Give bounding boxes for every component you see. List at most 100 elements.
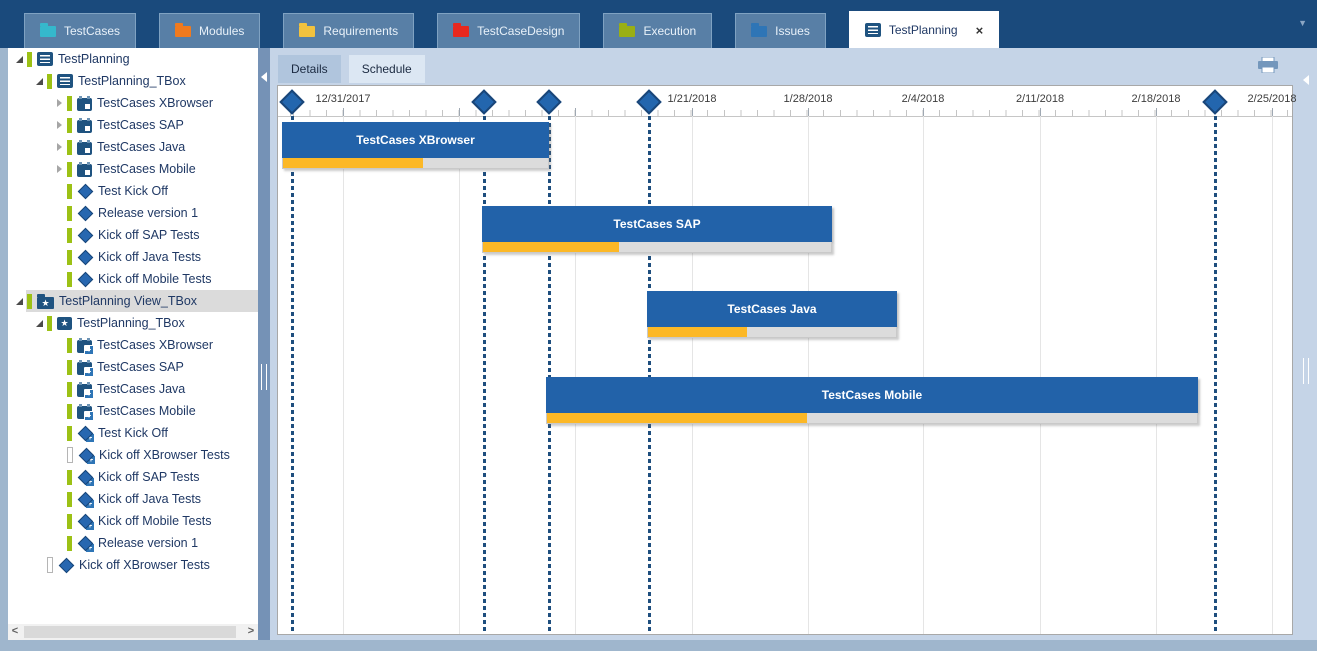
tree-item-body[interactable]: TestCases Mobile (66, 400, 258, 422)
gantt-task-bar[interactable]: TestCases SAP (482, 206, 832, 253)
tree-item[interactable]: TestPlanning_TBox (8, 312, 258, 334)
tab-execution[interactable]: Execution (603, 13, 713, 48)
tree-item-body[interactable]: Kick off XBrowser Tests (46, 554, 258, 576)
scheduled-bar-icon (67, 337, 72, 353)
expander-collapsed-icon[interactable] (54, 141, 66, 153)
tree-item-label: Kick off SAP Tests (98, 470, 200, 484)
expander-collapsed-icon[interactable] (54, 97, 66, 109)
tree-item[interactable]: Release version 1 (8, 532, 258, 554)
tree-item[interactable]: TestPlanning View_TBox (8, 290, 258, 312)
tree-item-body[interactable]: TestPlanning View_TBox (26, 290, 258, 312)
scheduled-bar-icon (67, 425, 72, 441)
expander-expanded-icon[interactable] (14, 295, 26, 307)
splitter-grip[interactable] (261, 364, 267, 390)
collapse-left-arrow-icon[interactable] (261, 72, 267, 82)
tree-item[interactable]: Kick off XBrowser Tests (8, 444, 258, 466)
tree-item-body[interactable]: TestCases Java (66, 136, 258, 158)
tree-item-body[interactable]: TestPlanning (26, 48, 258, 70)
tree-item-body[interactable]: TestCases XBrowser (66, 334, 258, 356)
scroll-right-arrow-icon[interactable]: > (247, 625, 255, 637)
plus-badge-icon (84, 410, 94, 421)
week-tick (575, 108, 576, 116)
tree-item-body[interactable]: Kick off SAP Tests (66, 224, 258, 246)
tree-horizontal-scrollbar[interactable]: < > (8, 624, 258, 640)
tree-item[interactable]: TestCases XBrowser (8, 92, 258, 114)
tree-item[interactable]: Release version 1 (8, 202, 258, 224)
folder-icon (299, 22, 316, 37)
print-icon[interactable] (1258, 56, 1278, 74)
tree-item[interactable]: Kick off XBrowser Tests (8, 554, 258, 576)
gantt-task-bar[interactable]: TestCases Java (647, 291, 897, 338)
expander-spacer (54, 185, 66, 197)
expander-spacer (54, 339, 66, 351)
expander-spacer (54, 229, 66, 241)
tree-item[interactable]: Test Kick Off (8, 180, 258, 202)
close-icon[interactable]: × (975, 22, 984, 38)
tab-testplanning-active[interactable]: TestPlanning× (848, 11, 1000, 48)
tree-item-body[interactable]: Kick off Java Tests (66, 488, 258, 510)
tree-item-body[interactable]: TestCases Java (66, 378, 258, 400)
tree-item-body[interactable]: TestCases SAP (66, 114, 258, 136)
expander-expanded-icon[interactable] (34, 317, 46, 329)
scrollbar-thumb[interactable] (24, 626, 236, 638)
tree-item-body[interactable]: Test Kick Off (66, 422, 258, 444)
tree-item-body[interactable]: Kick off Java Tests (66, 246, 258, 268)
unscheduled-bar-icon (47, 557, 53, 573)
tree-item-body[interactable]: TestPlanning_TBox (46, 70, 258, 92)
tab-overflow-chevron-icon[interactable]: ▼ (1298, 18, 1307, 28)
tab-testcasedesign[interactable]: TestCaseDesign (437, 13, 581, 48)
right-splitter-grip[interactable] (1303, 358, 1309, 384)
scheduled-bar-icon (67, 227, 72, 243)
task-progress-fill (648, 327, 748, 337)
tree-item[interactable]: Kick off Java Tests (8, 246, 258, 268)
gantt-task-bar[interactable]: TestCases Mobile (546, 377, 1198, 424)
tree-item[interactable]: TestPlanning_TBox (8, 70, 258, 92)
tree-item-body[interactable]: TestCases XBrowser (66, 92, 258, 114)
tree-item-body[interactable]: Release version 1 (66, 532, 258, 554)
tree-item[interactable]: Kick off Mobile Tests (8, 510, 258, 532)
expander-spacer (54, 383, 66, 395)
tab-details[interactable]: Details (278, 55, 341, 83)
tree-item-body[interactable]: TestCases Mobile (66, 158, 258, 180)
gantt-task-bar[interactable]: TestCases XBrowser (282, 122, 549, 169)
tree-item[interactable]: TestCases Java (8, 378, 258, 400)
left-splitter[interactable] (258, 48, 270, 640)
tab-testcases[interactable]: TestCases (24, 13, 137, 48)
tree-item-label: Kick off XBrowser Tests (79, 558, 210, 572)
tree-item[interactable]: Test Kick Off (8, 422, 258, 444)
plus-badge-icon (86, 455, 96, 465)
tree-item-body[interactable]: Release version 1 (66, 202, 258, 224)
expander-collapsed-icon[interactable] (54, 119, 66, 131)
scroll-left-arrow-icon[interactable]: < (11, 625, 19, 637)
tree-item[interactable]: TestCases XBrowser (8, 334, 258, 356)
week-tick (923, 108, 924, 116)
tree-item-body[interactable]: Kick off Mobile Tests (66, 268, 258, 290)
tree-item[interactable]: TestCases Mobile (8, 158, 258, 180)
tree-item-body[interactable]: TestCases SAP (66, 356, 258, 378)
tree-item[interactable]: Kick off Java Tests (8, 488, 258, 510)
tree-item[interactable]: Kick off SAP Tests (8, 466, 258, 488)
tree-item-label: Kick off Mobile Tests (98, 514, 212, 528)
tree-item-label: TestPlanning (58, 52, 130, 66)
collapse-right-arrow-icon[interactable] (1303, 75, 1309, 85)
expander-expanded-icon[interactable] (14, 53, 26, 65)
tree-item[interactable]: TestPlanning (8, 48, 258, 70)
tree-item-body[interactable]: Test Kick Off (66, 180, 258, 202)
tab-modules[interactable]: Modules (159, 13, 261, 48)
tree-item-body[interactable]: TestPlanning_TBox (46, 312, 258, 334)
tree-item[interactable]: TestCases Java (8, 136, 258, 158)
tree-item[interactable]: TestCases SAP (8, 356, 258, 378)
tree-item-body[interactable]: Kick off SAP Tests (66, 466, 258, 488)
tree-item[interactable]: Kick off Mobile Tests (8, 268, 258, 290)
tree-item[interactable]: TestCases Mobile (8, 400, 258, 422)
tree-item[interactable]: Kick off SAP Tests (8, 224, 258, 246)
tab-schedule[interactable]: Schedule (348, 55, 425, 83)
tab-requirements[interactable]: Requirements (283, 13, 415, 48)
week-gridline (575, 116, 576, 634)
tree-item-body[interactable]: Kick off XBrowser Tests (66, 444, 258, 466)
tree-item-body[interactable]: Kick off Mobile Tests (66, 510, 258, 532)
tab-issues[interactable]: Issues (735, 13, 826, 48)
expander-expanded-icon[interactable] (34, 75, 46, 87)
tree-item[interactable]: TestCases SAP (8, 114, 258, 136)
expander-collapsed-icon[interactable] (54, 163, 66, 175)
